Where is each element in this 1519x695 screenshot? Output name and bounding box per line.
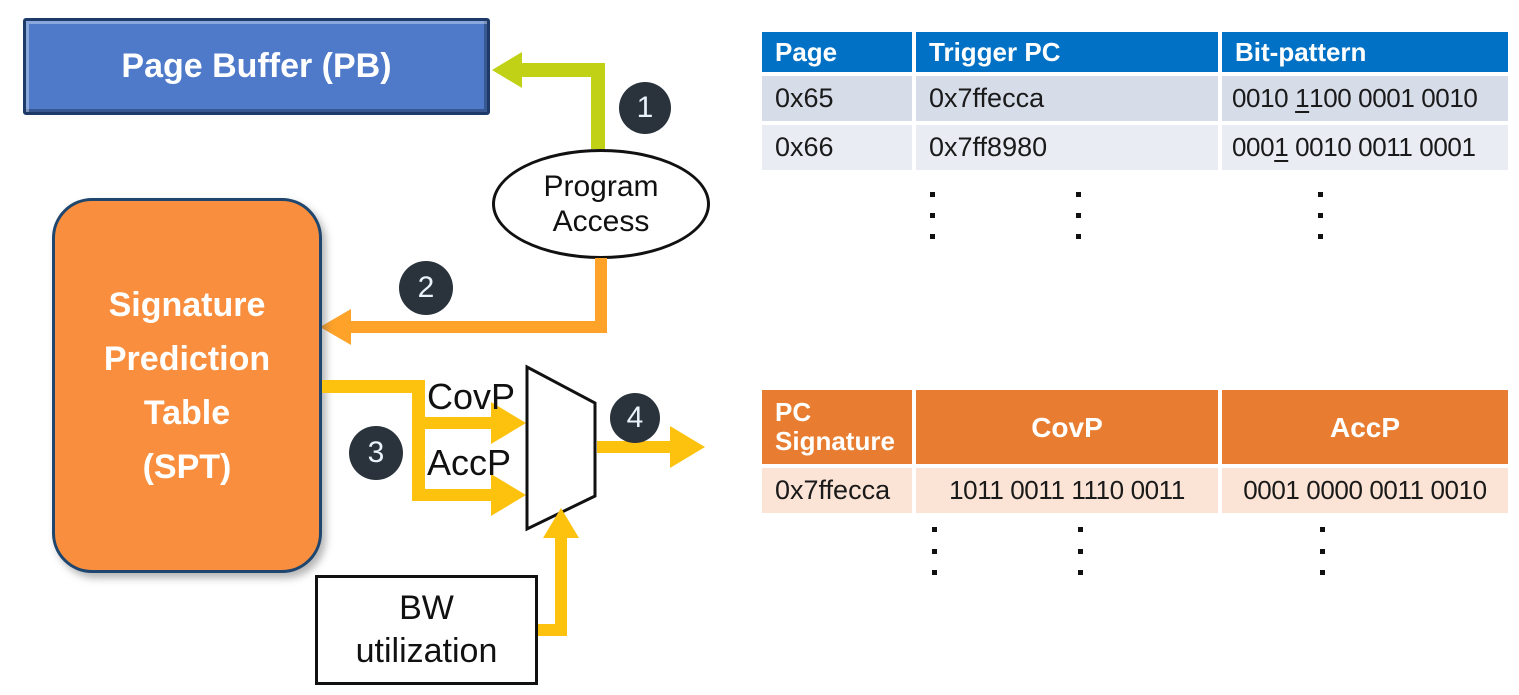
ellipsis-dot: [930, 234, 935, 239]
spt-table-row1-pc-signature: 0x7ffecca: [762, 468, 912, 513]
accp-signal-label: AccP: [427, 442, 512, 483]
ellipsis-dot: [1076, 234, 1081, 239]
ellipsis-dot: [932, 570, 937, 575]
spt-table-row1-covp: 1011 0011 1110 0011: [916, 468, 1218, 513]
step-circle-1: 1: [619, 82, 671, 134]
spt-table-header-pc-signature: PC Signature: [762, 390, 912, 464]
page-table-header-bit-pattern: Bit-pattern: [1222, 32, 1508, 72]
page-table-row2-page: 0x66: [762, 125, 912, 170]
ellipsis-dot: [1320, 527, 1325, 532]
ellipsis-dot: [1076, 213, 1081, 218]
bit-pre: 000: [1232, 132, 1275, 162]
ellipsis-dot: [1318, 213, 1323, 218]
page-table-row2-trigger-pc: 0x7ff8980: [916, 125, 1218, 170]
green-arrow-vertical: [591, 63, 605, 149]
spt-table-header-accp: AccP: [1222, 390, 1508, 464]
ellipsis-dot: [932, 527, 937, 532]
ellipsis-dot: [1078, 570, 1083, 575]
bw-line1: BW: [399, 589, 454, 627]
covp-signal-label: CovP: [427, 376, 516, 417]
yellow-arrow-from-spt: [322, 380, 425, 393]
green-arrow-horizontal: [520, 63, 605, 77]
ellipsis-dot: [930, 192, 935, 197]
orange-arrow-horizontal: [348, 321, 607, 333]
bit-post: 0010 0011 0001: [1288, 132, 1476, 162]
mux-output-arrowhead-icon: [670, 426, 705, 468]
ellipsis-dot: [930, 213, 935, 218]
accp-arrow-bar: [412, 489, 493, 501]
step-4-number: 4: [626, 401, 644, 434]
spt-table-row1-accp: 0001 0000 0011 0010: [1222, 468, 1508, 513]
spt-line1: Signature: [108, 285, 266, 324]
spt-table-header-covp: CovP: [916, 390, 1218, 464]
bw-arrowhead-icon: [543, 508, 579, 538]
bit-underlined: 1: [1274, 132, 1289, 162]
bit-underlined: 1: [1295, 83, 1310, 113]
page-table-row1-trigger-pc: 0x7ffecca: [916, 76, 1218, 121]
ellipsis-dot: [932, 549, 937, 554]
spt-line3: Table: [143, 393, 231, 432]
ellipsis-dot: [1078, 527, 1083, 532]
spt-contents-table: PC Signature CovP AccP 0x7ffecca 1011 00…: [762, 390, 1508, 513]
ellipsis-dot: [1078, 549, 1083, 554]
program-access-oval: Program Access: [492, 149, 710, 259]
bw-utilization-box: BW utilization: [315, 575, 538, 685]
step-2-number: 2: [417, 271, 435, 304]
spt-line2: Prediction: [103, 339, 271, 378]
bw-line2: utilization: [355, 632, 498, 670]
page-table-header-page: Page: [762, 32, 912, 72]
ellipsis-dot: [1318, 234, 1323, 239]
accp-arrowhead-icon: [491, 474, 526, 516]
program-access-line1: Program: [543, 170, 659, 203]
covp-arrow-bar: [412, 417, 493, 429]
spt-line4: (SPT): [142, 447, 232, 486]
ellipsis-dot: [1320, 570, 1325, 575]
step-3-number: 3: [367, 436, 385, 469]
bw-connector-vertical: [555, 536, 567, 636]
ellipsis-dot: [1320, 549, 1325, 554]
page-table-header-trigger-pc: Trigger PC: [916, 32, 1218, 72]
signature-prediction-table-box: Signature Prediction Table (SPT): [52, 198, 322, 573]
program-access-line2: Access: [552, 205, 650, 238]
covp-arrowhead-icon: [491, 402, 526, 444]
page-bit-pattern-table: Page Trigger PC Bit-pattern 0x65 0x7ffec…: [762, 32, 1508, 170]
ellipsis-dot: [1318, 192, 1323, 197]
green-arrowhead-icon: [492, 52, 522, 88]
bit-pre: 0010: [1232, 83, 1296, 113]
step-circle-2: 2: [399, 261, 453, 315]
mux-trapezoid: [525, 364, 597, 532]
page-buffer-label: Page Buffer (PB): [121, 47, 392, 85]
step-circle-4: 4: [610, 393, 660, 443]
bit-post: 100 0001 0010: [1309, 83, 1478, 113]
yellow-arrow-branch-vertical: [412, 380, 425, 501]
step-1-number: 1: [636, 91, 654, 124]
orange-arrowhead-icon: [320, 309, 351, 345]
ellipsis-dot: [1076, 192, 1081, 197]
page-table-row1-page: 0x65: [762, 76, 912, 121]
mux-output-bar: [597, 441, 672, 453]
step-circle-3: 3: [349, 426, 403, 480]
orange-arrow-vertical: [595, 258, 607, 333]
page-buffer-box: Page Buffer (PB): [23, 18, 490, 115]
